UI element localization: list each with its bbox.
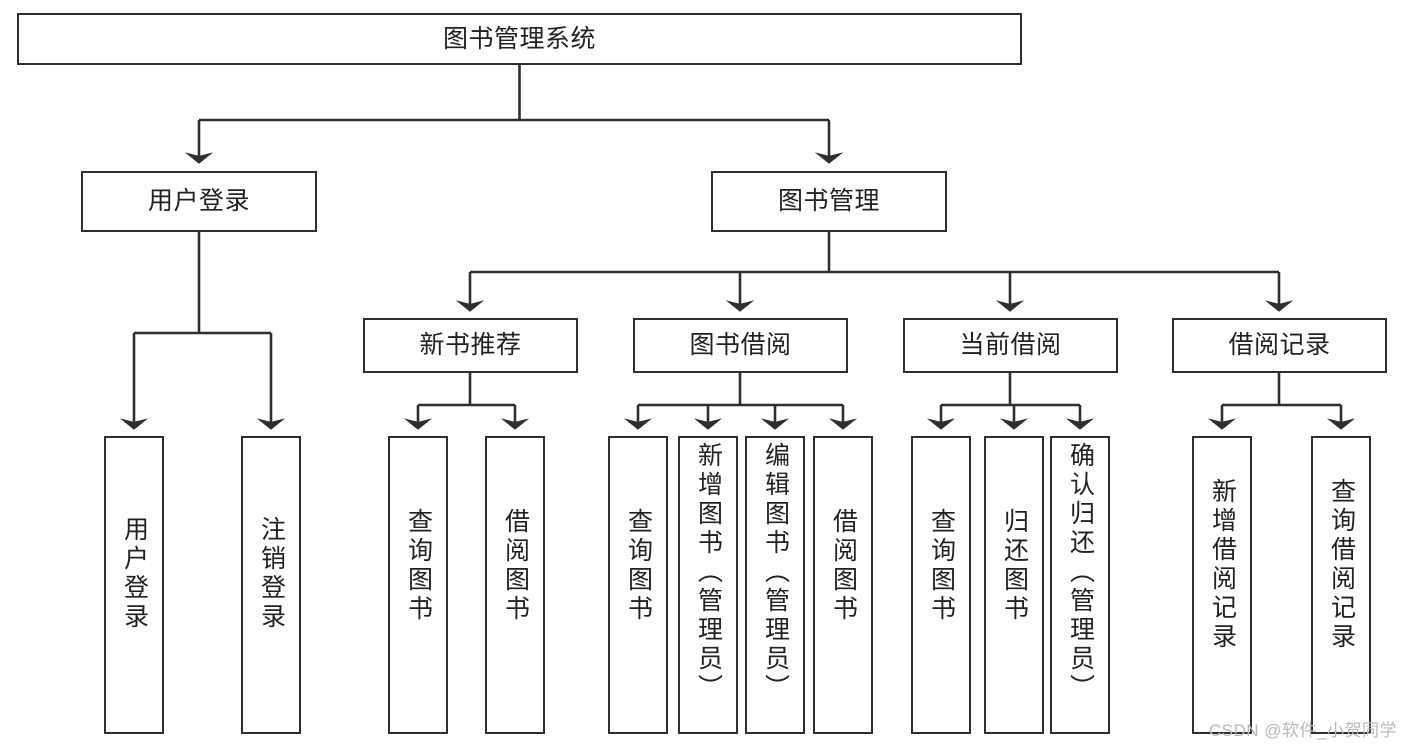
node-leaf-user-logout[interactable]: 注销登录 [241,436,301,734]
node-leaf-query-record[interactable]: 查询借阅记录 [1311,436,1371,734]
node-leaf-user-logout-label: 注销登录 [257,516,286,632]
node-leaf-query-book-1[interactable]: 查询图书 [388,436,448,734]
node-book-manage[interactable]: 图书管理 [711,171,947,232]
node-leaf-add-record[interactable]: 新增借阅记录 [1192,436,1252,734]
node-book-borrow-label: 图书借阅 [689,331,792,360]
node-book-manage-label: 图书管理 [777,187,880,216]
node-current-borrow[interactable]: 当前借阅 [903,318,1118,373]
node-leaf-query-book-3[interactable]: 查询图书 [911,436,971,734]
node-leaf-user-login[interactable]: 用户登录 [104,436,164,734]
node-new-book-rec[interactable]: 新书推荐 [363,318,578,373]
node-leaf-edit-book-label: 编辑图书（管理员） [761,442,790,703]
node-leaf-add-book[interactable]: 新增图书（管理员） [678,436,738,734]
node-current-borrow-label: 当前借阅 [959,331,1062,360]
node-leaf-user-login-label: 用户登录 [120,516,149,632]
node-root[interactable]: 图书管理系统 [17,13,1022,65]
node-leaf-borrow-book-2-label: 借阅图书 [829,508,858,624]
watermark: CSDN @软件_小贺同学 [1208,721,1397,740]
node-leaf-add-book-label: 新增图书（管理员） [694,442,723,703]
node-leaf-add-record-label: 新增借阅记录 [1208,478,1237,652]
node-borrow-record[interactable]: 借阅记录 [1172,318,1387,373]
node-user-login[interactable]: 用户登录 [81,171,317,232]
node-root-label: 图书管理系统 [442,24,596,53]
node-user-login-label: 用户登录 [147,187,250,216]
node-leaf-query-book-2-label: 查询图书 [624,508,653,624]
node-leaf-query-book-1-label: 查询图书 [404,508,433,624]
node-new-book-rec-label: 新书推荐 [419,331,522,360]
node-book-borrow[interactable]: 图书借阅 [633,318,848,373]
node-leaf-edit-book[interactable]: 编辑图书（管理员） [745,436,805,734]
node-leaf-confirm-return[interactable]: 确认归还（管理员） [1050,436,1110,734]
node-leaf-return-book[interactable]: 归还图书 [984,436,1044,734]
node-borrow-record-label: 借阅记录 [1228,331,1331,360]
node-leaf-borrow-book-1[interactable]: 借阅图书 [485,436,545,734]
node-leaf-return-book-label: 归还图书 [1000,508,1029,624]
node-leaf-query-book-2[interactable]: 查询图书 [608,436,668,734]
node-leaf-query-record-label: 查询借阅记录 [1327,478,1356,652]
node-leaf-borrow-book-1-label: 借阅图书 [501,508,530,624]
node-leaf-query-book-3-label: 查询图书 [927,508,956,624]
node-leaf-borrow-book-2[interactable]: 借阅图书 [813,436,873,734]
node-leaf-confirm-return-label: 确认归还（管理员） [1066,442,1095,703]
